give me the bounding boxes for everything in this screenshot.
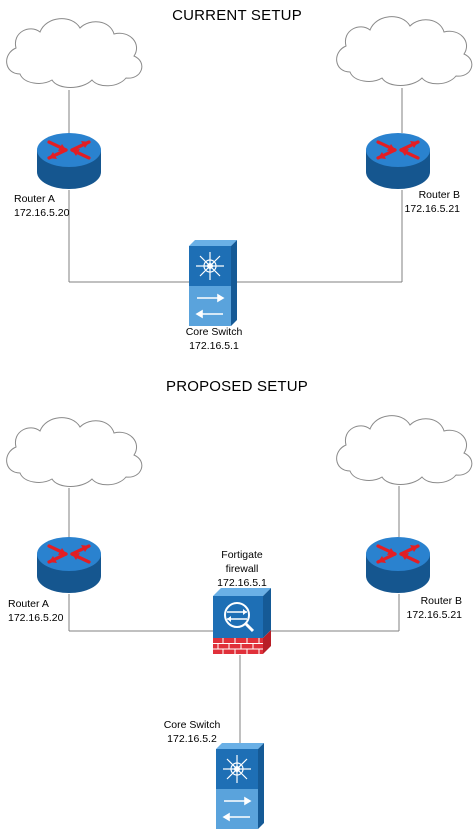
router-b-name: Router B	[420, 595, 462, 607]
current-links	[68, 88, 403, 283]
core-switch-ip: 172.16.5.1	[189, 340, 239, 352]
router-a-icon	[35, 535, 103, 595]
router-b-label-current: Router B 172.16.5.21	[405, 188, 460, 216]
router-a-name: Router A	[14, 193, 55, 205]
firewall-label: Fortigate firewall 172.16.5.1	[192, 548, 292, 590]
core-switch-label-proposed: Core Switch 172.16.5.2	[142, 718, 242, 746]
router-a-name: Router A	[8, 598, 49, 610]
firewall-icon	[211, 586, 273, 656]
current-setup-title: CURRENT SETUP	[172, 7, 302, 24]
firewall-ip: 172.16.5.1	[217, 577, 267, 589]
cloud-icon	[336, 16, 473, 86]
cloud-icon	[6, 417, 143, 487]
cloud-icon	[6, 18, 143, 88]
firewall-name-line1: Fortigate	[221, 549, 263, 561]
core-switch-icon	[215, 742, 265, 829]
core-switch-icon	[188, 239, 238, 327]
router-a-label-current: Router A 172.16.5.20	[14, 192, 69, 220]
router-b-ip: 172.16.5.21	[404, 203, 460, 215]
core-switch-name: Core Switch	[185, 326, 243, 338]
router-b-icon	[364, 535, 432, 595]
router-b-label-proposed: Router B 172.16.5.21	[407, 594, 462, 622]
firewall-name-line2: firewall	[225, 563, 259, 575]
core-switch-ip: 172.16.5.2	[167, 733, 217, 745]
cloud-icon	[336, 415, 473, 485]
router-b-ip: 172.16.5.21	[406, 609, 462, 621]
core-switch-label-current: Core Switch 172.16.5.1	[164, 325, 264, 353]
router-a-icon	[35, 131, 103, 191]
router-a-label-proposed: Router A 172.16.5.20	[8, 597, 63, 625]
router-a-ip: 172.16.5.20	[14, 207, 70, 219]
router-a-ip: 172.16.5.20	[8, 612, 64, 624]
proposed-links	[68, 486, 400, 760]
router-b-icon	[364, 131, 432, 191]
proposed-setup-title: PROPOSED SETUP	[166, 378, 308, 395]
router-b-name: Router B	[418, 189, 460, 201]
core-switch-name: Core Switch	[163, 719, 221, 731]
